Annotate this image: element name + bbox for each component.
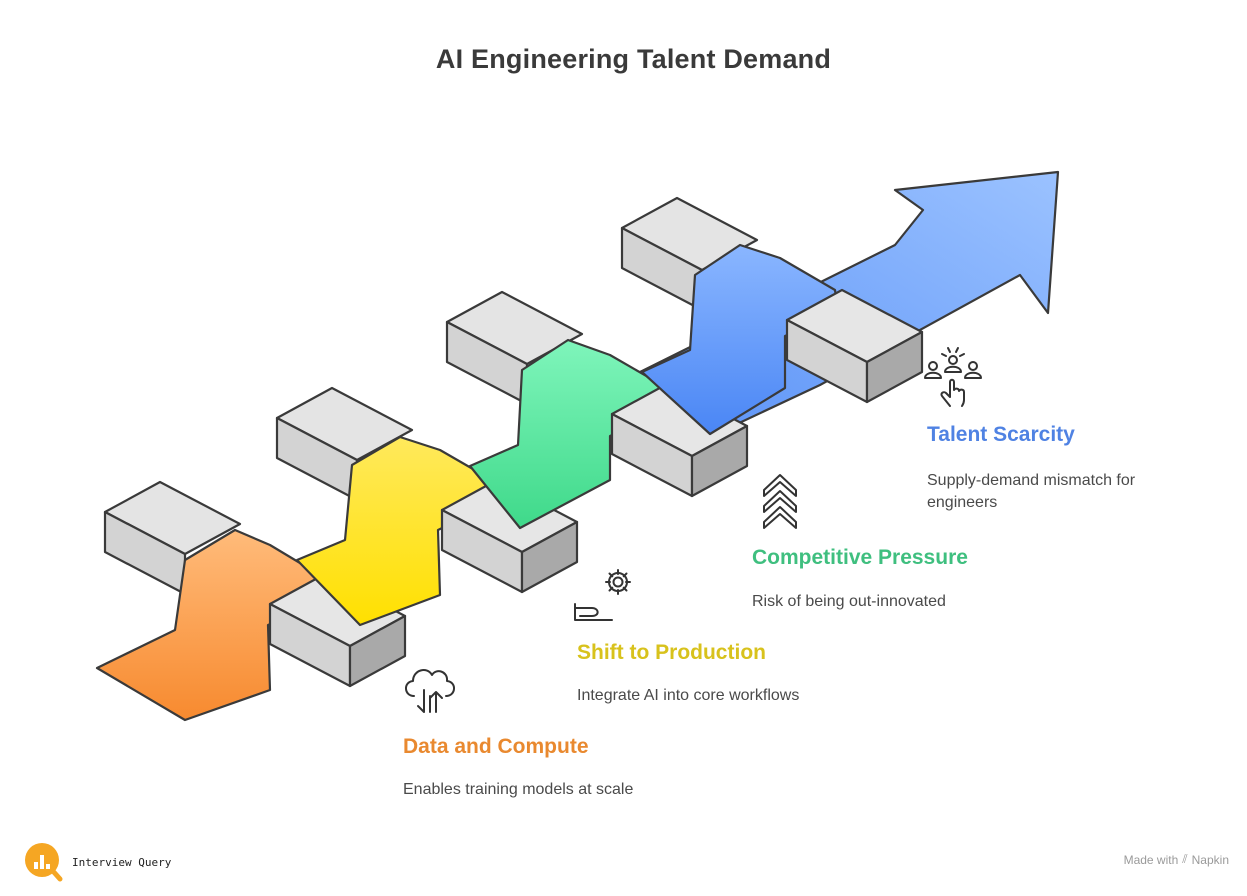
interview-query-logo-icon xyxy=(25,843,63,882)
napkin-logo-icon: ⫽ xyxy=(1182,852,1188,866)
step-title-talent-scarcity: Talent Scarcity xyxy=(927,423,1075,446)
page-title: AI Engineering Talent Demand xyxy=(435,44,832,74)
brand-logo: Interview Query xyxy=(24,842,171,882)
support-block-2-end-front xyxy=(690,424,749,498)
made-with-name: Napkin xyxy=(1191,852,1229,867)
step-desc-competitive-pressure: Risk of being out-innovated xyxy=(752,593,946,610)
ribbon-segment-4 xyxy=(640,243,840,436)
step-desc-data-and-compute: Enables training models at scale xyxy=(403,781,634,798)
brand-label: Interview Query xyxy=(72,855,172,869)
support-block-1-end-front xyxy=(520,520,579,594)
support-block-3-end-front xyxy=(865,330,924,404)
cloud-sync-icon xyxy=(405,669,455,713)
step-desc-shift-to-production: Integrate AI into core workflows xyxy=(577,687,800,704)
made-with-prefix: Made with xyxy=(1123,852,1179,867)
step-title-competitive-pressure: Competitive Pressure xyxy=(752,546,968,569)
made-with-napkin[interactable]: Made with ⫽ Napkin xyxy=(1124,852,1229,867)
step-desc-talent-scarcity: Supply-demand mismatch for engineers xyxy=(927,472,1136,511)
step-title-shift-to-production: Shift to Production xyxy=(577,641,766,664)
support-block-0-end-front xyxy=(348,614,407,688)
step-title-data-and-compute: Data and Compute xyxy=(403,735,589,758)
gear-hand-icon xyxy=(574,569,631,621)
chevrons-up-icon xyxy=(763,474,797,529)
people-select-icon xyxy=(924,347,982,407)
